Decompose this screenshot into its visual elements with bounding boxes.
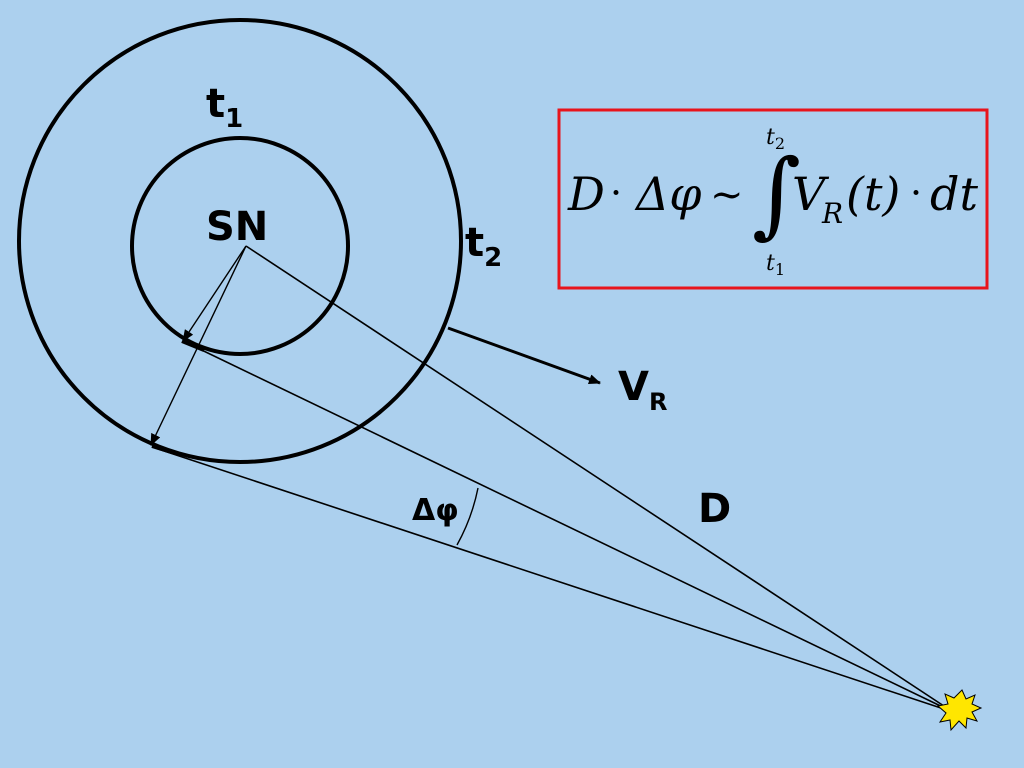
velocity-arrow bbox=[447, 326, 601, 385]
formula-dot-2: · bbox=[910, 171, 922, 215]
radius-arrow-inner bbox=[182, 245, 247, 342]
distance-label: D bbox=[698, 486, 731, 532]
angle-arc bbox=[456, 487, 479, 546]
t2-sub: 2 bbox=[484, 243, 502, 273]
outer-ring-tangent-mark bbox=[151, 444, 179, 456]
outer-ring bbox=[17, 18, 463, 464]
t2-main: t bbox=[465, 220, 484, 266]
observer-star-icon bbox=[936, 689, 983, 732]
sightline-outer bbox=[154, 447, 954, 713]
vr-sub: R bbox=[649, 388, 667, 416]
sightline-inner bbox=[184, 341, 954, 713]
sightline-center bbox=[245, 245, 954, 713]
formula-V-sub: R bbox=[821, 197, 843, 230]
sn-label: SN bbox=[206, 204, 268, 250]
formula-upper-limit: t2 bbox=[766, 125, 785, 153]
formula-box bbox=[557, 108, 989, 290]
formula-tilde: ~ bbox=[710, 172, 744, 218]
vr-label: VR bbox=[618, 364, 667, 416]
inner-ring-tangent-mark bbox=[181, 339, 205, 352]
formula-dot-1: · bbox=[610, 171, 622, 215]
formula-V: V bbox=[792, 167, 830, 221]
vr-main: V bbox=[618, 364, 649, 410]
formula-paren-t: (t) bbox=[846, 167, 900, 221]
t1-label: t1 bbox=[206, 81, 243, 134]
t1-main: t bbox=[206, 81, 225, 127]
inner-ring bbox=[130, 136, 350, 356]
formula-D: D bbox=[567, 167, 605, 221]
formula-lower-sub: 1 bbox=[775, 260, 785, 279]
angle-label: Δφ bbox=[412, 493, 459, 528]
radius-arrow-outer bbox=[150, 245, 247, 446]
formula-upper-sub: 2 bbox=[775, 134, 785, 153]
t1-sub: 1 bbox=[225, 104, 243, 134]
formula-lower-limit: t1 bbox=[766, 251, 785, 279]
formula-delta-phi: Δφ bbox=[634, 167, 702, 221]
t2-label: t2 bbox=[465, 220, 502, 273]
formula-integral: ∫ bbox=[752, 140, 801, 249]
formula-dt: dt bbox=[930, 167, 978, 221]
